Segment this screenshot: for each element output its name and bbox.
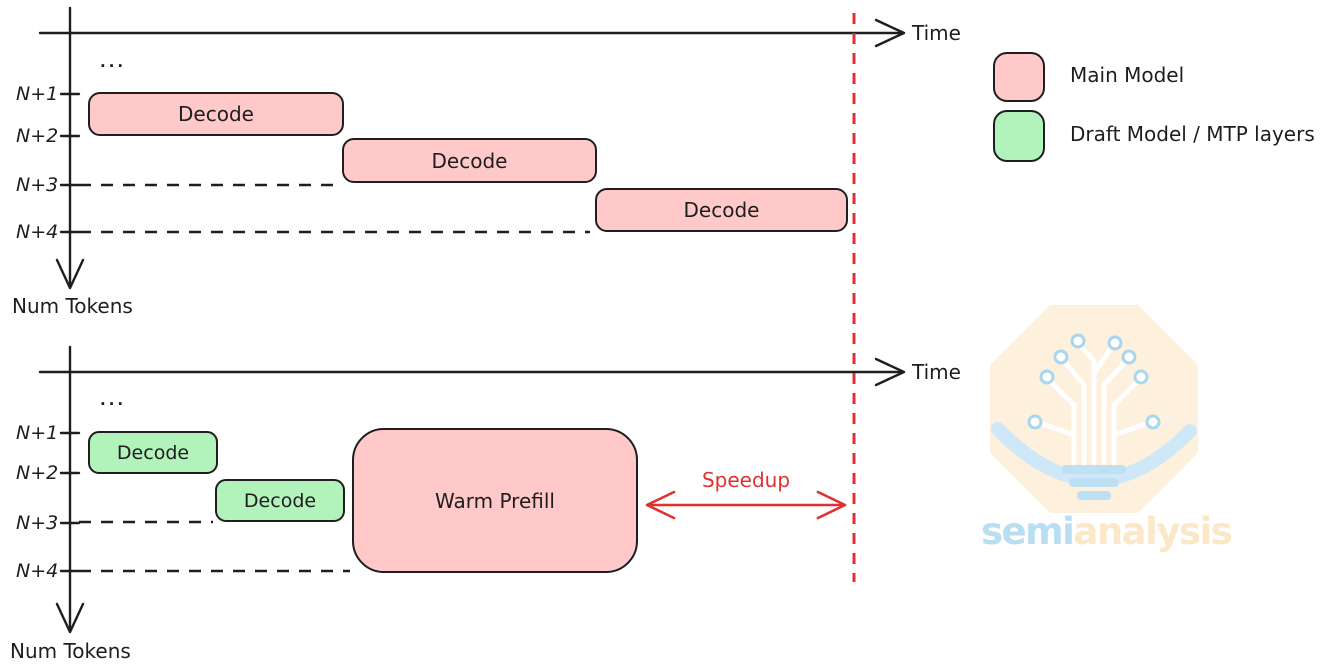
legend-swatch-main-model — [993, 52, 1045, 102]
legend-label-main-model: Main Model — [1070, 63, 1185, 87]
speedup-label: Speedup — [701, 468, 791, 492]
bottom-token-axis — [55, 345, 85, 634]
bottom-dashed-guides — [79, 520, 350, 573]
wordmark-analysis: analysis — [1073, 510, 1232, 553]
draft-decode-box-2: Decode — [215, 479, 345, 522]
logo-circuit-nodes — [1027, 333, 1161, 430]
top-tick-n1: N+1 — [16, 83, 59, 105]
bottom-tick-n4: N+4 — [16, 560, 59, 582]
decode-box-3-label: Decode — [683, 198, 760, 222]
draft-decode-box-1: Decode — [88, 431, 218, 474]
top-axis-ticks — [59, 92, 81, 234]
top-time-axis — [38, 18, 906, 48]
logo-bulb-base — [1062, 465, 1126, 500]
logo-circuit-tree — [1037, 342, 1151, 466]
top-ellipsis: ... — [100, 53, 127, 71]
wordmark-semi: semi — [981, 510, 1075, 553]
bottom-token-axis-label: Num Tokens — [10, 639, 131, 663]
legend-swatch-draft-model — [993, 110, 1045, 162]
decode-box-2-label: Decode — [431, 148, 508, 173]
legend-label-draft-model: Draft Model / MTP layers — [1070, 122, 1315, 146]
top-tick-n3: N+3 — [16, 174, 59, 196]
decode-box-3: Decode — [595, 188, 848, 232]
top-time-axis-label: Time — [912, 21, 961, 45]
top-tick-n2: N+2 — [16, 125, 59, 147]
decode-box-1: Decode — [88, 92, 344, 136]
bottom-tick-n2: N+2 — [16, 462, 59, 484]
bottom-ellipsis: ... — [100, 391, 127, 409]
bottom-axis-ticks — [59, 431, 81, 573]
warm-prefill-box: Warm Prefill — [352, 428, 638, 573]
warm-prefill-box-label: Warm Prefill — [435, 488, 555, 513]
speedup-arrow — [645, 490, 847, 520]
draft-decode-box-2-label: Decode — [243, 489, 317, 512]
decode-box-1-label: Decode — [178, 102, 254, 126]
bottom-tick-n3: N+3 — [16, 512, 59, 534]
top-dashed-guides — [79, 183, 590, 234]
top-token-axis-label: Num Tokens — [12, 294, 133, 318]
top-token-axis — [55, 6, 85, 290]
decode-box-2: Decode — [342, 138, 597, 183]
top-tick-n4: N+4 — [16, 221, 59, 243]
semianalysis-logo-icon — [990, 305, 1198, 513]
bottom-time-axis-label: Time — [912, 360, 961, 384]
draft-decode-box-1-label: Decode — [116, 441, 190, 464]
bottom-tick-n1: N+1 — [16, 422, 59, 444]
semianalysis-wordmark: semianalysis — [981, 510, 1233, 553]
bottom-time-axis — [38, 357, 906, 387]
